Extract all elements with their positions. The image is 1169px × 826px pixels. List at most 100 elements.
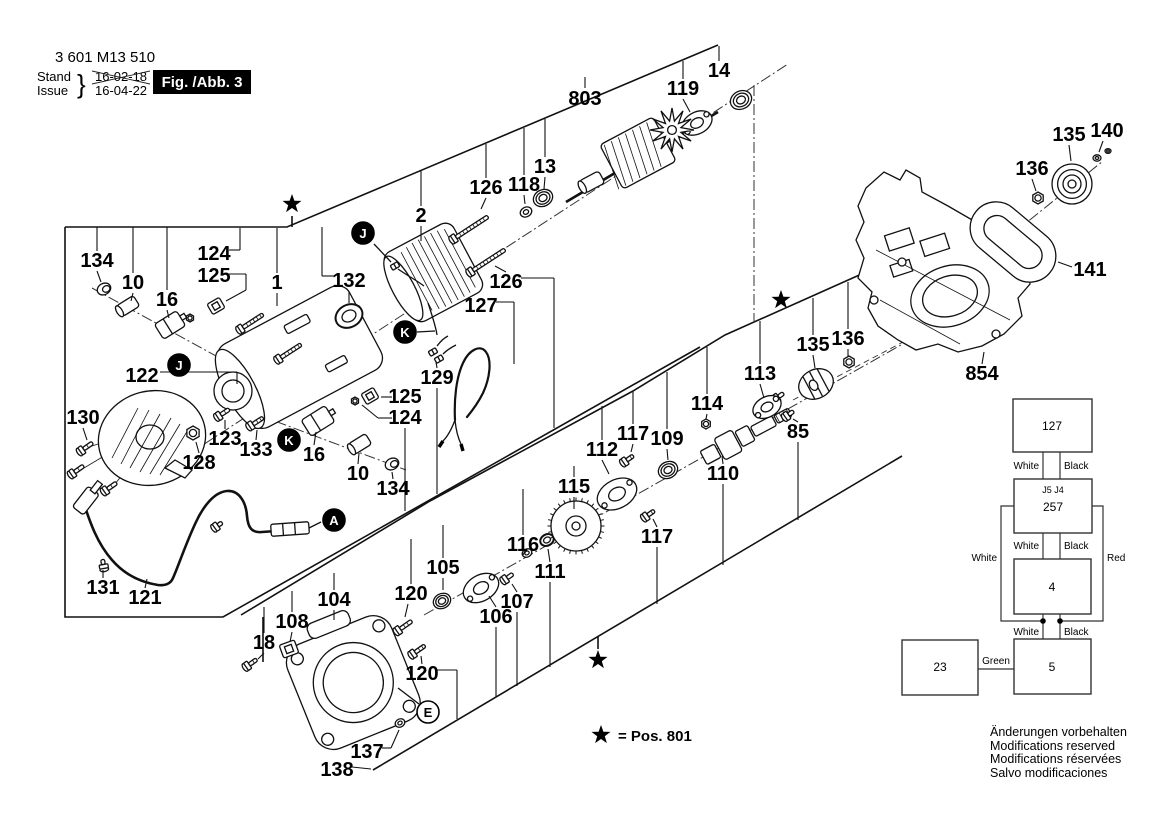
callout-110: 110 xyxy=(707,455,739,565)
hardware-crimp xyxy=(389,261,401,271)
wire-color: Black xyxy=(1064,461,1089,472)
issue-label: Issue xyxy=(37,83,68,98)
callout-14: 14 xyxy=(708,46,731,82)
part-number-136: 136 xyxy=(1015,158,1048,180)
hardware-screw xyxy=(618,454,635,468)
part-number-134: 134 xyxy=(376,478,410,500)
callout-135: 135 xyxy=(796,298,830,369)
part-number-123: 123 xyxy=(208,428,241,450)
callout-107: 107 xyxy=(500,583,534,686)
part-number-126: 126 xyxy=(489,271,522,293)
cord-connector xyxy=(270,521,310,537)
svg-text:J: J xyxy=(175,358,182,373)
harness-leads-129 xyxy=(436,335,457,355)
callout-118: 118 xyxy=(508,128,540,205)
part-number-133: 133 xyxy=(239,439,272,461)
hardware-nut xyxy=(186,425,200,441)
part-number-115: 115 xyxy=(558,476,590,498)
stand-label: Stand xyxy=(37,69,71,84)
part-number-128: 128 xyxy=(182,452,215,474)
hardware-ring xyxy=(334,303,364,329)
wiring-label-23: 23 xyxy=(933,660,947,674)
part-number-140: 140 xyxy=(1090,120,1123,142)
part-number-109: 109 xyxy=(650,428,683,450)
star-layer xyxy=(282,194,791,744)
callout-138: 138 xyxy=(320,759,372,781)
callout-134: 134 xyxy=(80,227,115,283)
marker-leaders xyxy=(308,243,436,705)
part-number-121: 121 xyxy=(128,587,161,609)
wiring-label-5: 5 xyxy=(1049,660,1056,674)
hardware-tube xyxy=(346,433,372,456)
callout-120: 120 xyxy=(394,539,428,618)
callout-114: 114 xyxy=(691,347,724,420)
hardware-clip xyxy=(279,639,299,659)
part-number-136: 136 xyxy=(831,328,864,350)
callout-140: 140 xyxy=(1090,120,1124,153)
part-number-134: 134 xyxy=(80,250,114,272)
hardware-brush xyxy=(154,311,188,339)
brace: } xyxy=(77,69,86,99)
wiring-box-5 xyxy=(1013,638,1092,695)
wire-color: White xyxy=(1013,461,1039,472)
hardware-screw xyxy=(392,619,413,637)
callout-1: 1 xyxy=(271,228,283,306)
callout-803: 803 xyxy=(568,77,602,110)
hardware-bearing xyxy=(532,188,554,208)
part-stator-2 xyxy=(383,222,484,336)
hardware-clip xyxy=(207,297,225,315)
callout-129: 129 xyxy=(420,361,454,494)
hardware-nut xyxy=(185,313,195,323)
callout-2: 2 xyxy=(415,171,427,241)
part-gear-housing-104 xyxy=(285,610,421,751)
callout-112: 112 xyxy=(586,406,618,475)
hardware-screw xyxy=(465,248,507,278)
hardware-screw xyxy=(780,409,795,423)
part-number-124: 124 xyxy=(197,243,231,265)
hardware-fan xyxy=(649,107,695,153)
lower-box-bottom-edge xyxy=(372,455,903,771)
callout-131: 131 xyxy=(86,570,120,599)
part-number-106: 106 xyxy=(479,606,512,628)
part-number-108: 108 xyxy=(275,611,308,633)
callout-123: 123 xyxy=(208,420,242,450)
note-line: Modifications reserved xyxy=(990,739,1115,753)
wiring-box-23 xyxy=(901,639,979,696)
part-number-854: 854 xyxy=(965,363,999,385)
part-number-118: 118 xyxy=(508,174,540,196)
part-number-137: 137 xyxy=(350,741,383,763)
part-number-803: 803 xyxy=(568,88,601,110)
callout-115: 115 xyxy=(558,466,590,509)
part-number-127: 127 xyxy=(464,295,497,317)
callout-135: 135 xyxy=(1052,124,1086,162)
part-motor-housing-1 xyxy=(213,285,384,430)
hardware-pulley_face xyxy=(1051,163,1093,205)
part-number-10: 10 xyxy=(347,463,369,485)
callout-16: 16 xyxy=(303,431,325,466)
stator-lead-wire xyxy=(427,302,438,336)
figure-badge xyxy=(153,70,251,94)
hardware-screw xyxy=(235,312,265,335)
callout-126: 126 xyxy=(489,265,555,428)
part-number-16: 16 xyxy=(303,444,325,466)
document-number: 3 601 M13 510 xyxy=(55,49,155,66)
wire-junction-dot xyxy=(1040,618,1046,624)
hardware-tube xyxy=(114,295,140,318)
hardware-washer xyxy=(519,206,533,218)
part-number-14: 14 xyxy=(708,60,731,82)
hardware-crimp xyxy=(427,347,439,357)
callout-133: 133 xyxy=(239,429,273,461)
callout-126: 126 xyxy=(469,144,503,210)
wire-color: Black xyxy=(1064,627,1089,638)
wiring-box-127 xyxy=(1012,398,1093,453)
callout-117: 117 xyxy=(641,518,673,604)
callout-121: 121 xyxy=(128,578,162,609)
callout-127: 127 xyxy=(464,295,515,364)
part-number-85: 85 xyxy=(787,421,809,443)
callout-136: 136 xyxy=(1015,158,1049,192)
wire-color: Green xyxy=(982,656,1010,667)
callout-134: 134 xyxy=(376,471,411,500)
